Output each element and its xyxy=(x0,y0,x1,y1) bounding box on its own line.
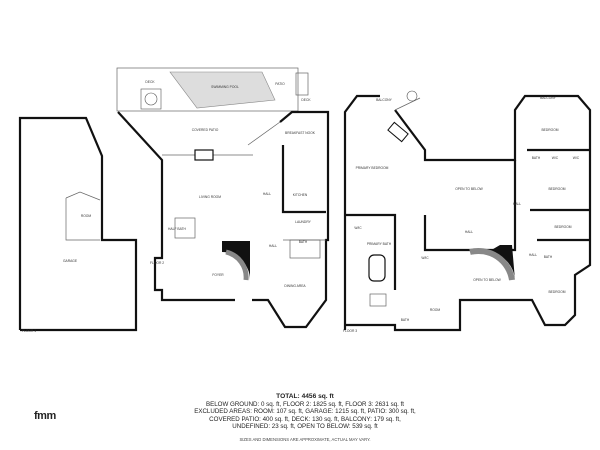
floor-label: FLOOR 3 xyxy=(343,329,357,333)
room-label: DINING AREA xyxy=(284,284,306,288)
summary-line: EXCLUDED AREAS: ROOM: 107 sq. ft, GARAGE… xyxy=(194,408,416,416)
area-summary: TOTAL: 4456 sq. ft BELOW GROUND: 0 sq. f… xyxy=(170,393,440,444)
room-label: BEDROOM xyxy=(548,290,565,294)
summary-line: BELOW GROUND: 0 sq. ft, FLOOR 2: 1825 sq… xyxy=(205,400,405,408)
room-label: ROOM xyxy=(81,214,92,218)
floor-1-plan: GARAGE ROOM FLOOR 1 xyxy=(18,116,138,333)
room-label: BALCONY xyxy=(376,98,393,102)
total-area: TOTAL: 4456 sq. ft xyxy=(276,393,334,400)
fmm-logo: fmm xyxy=(34,410,56,422)
room-label: FOYER xyxy=(212,273,224,277)
room-label: DECK xyxy=(145,80,155,84)
room-label: COVERED PATIO xyxy=(192,128,219,132)
floor-label: FLOOR 1 xyxy=(22,329,36,333)
room-label: HALL xyxy=(513,202,521,206)
fireplace xyxy=(194,149,214,161)
room-label: OPEN TO BELOW xyxy=(455,187,483,191)
room-label: HALL xyxy=(529,253,537,257)
room-label: BATH xyxy=(544,255,553,259)
room-label: DECK xyxy=(301,98,311,102)
floor-label: FLOOR 2 xyxy=(150,261,164,265)
room-label: HALL xyxy=(263,192,271,196)
floor-3-plan: BALCONY BALCONY PRIMARY BEDROOM BEDROOM … xyxy=(343,90,592,333)
room-label: W/C xyxy=(573,156,580,160)
room-label: HALL xyxy=(465,230,473,234)
floor-2-plan: DECK SWIMMING POOL PATIO DECK COVERED PA… xyxy=(116,67,330,329)
spiral-stair-icon xyxy=(406,90,418,102)
room-label: PRIMARY BATH xyxy=(367,242,392,246)
bathtub xyxy=(368,254,386,282)
room-label: W/C xyxy=(552,156,559,160)
room-label: KITCHEN xyxy=(293,193,308,197)
summary-line: COVERED PATIO: 400 sq. ft, DECK: 130 sq.… xyxy=(209,415,401,423)
room-label: BATH xyxy=(401,318,410,322)
room-label: BATH xyxy=(532,156,541,160)
room-label: BREAKFAST NOOK xyxy=(285,131,316,135)
room-label: LAUNDRY xyxy=(295,220,311,224)
room-label: HALF BATH xyxy=(168,227,187,231)
room-label: LIVING ROOM xyxy=(199,195,221,199)
room-label: PATIO xyxy=(275,82,285,86)
room-label: SWIMMING POOL xyxy=(211,85,239,89)
disclaimer: SIZES AND DIMENSIONS ARE APPROXIMATE, AC… xyxy=(239,436,371,442)
room-label: BEDROOM xyxy=(548,187,565,191)
room-label: BEDROOM xyxy=(541,128,558,132)
room-label: ROOM xyxy=(430,308,441,312)
room-label: BATH xyxy=(299,240,308,244)
room-label: BEDROOM xyxy=(554,225,571,229)
room-label: W/IC xyxy=(354,226,362,230)
room-label: BALCONY xyxy=(540,96,557,100)
room-label: HALL xyxy=(269,244,277,248)
swimming-pool xyxy=(169,71,276,109)
staircase xyxy=(488,245,515,280)
summary-line: UNDEFINED: 23 sq. ft, OPEN TO BELOW: 539… xyxy=(232,423,378,431)
room-label: PRIMARY BEDROOM xyxy=(356,166,389,170)
room-label: OPEN TO BELOW xyxy=(473,278,501,282)
room-label: W/IC xyxy=(421,256,429,260)
spiral-stair-icon xyxy=(144,92,158,106)
room-label: GARAGE xyxy=(63,259,78,263)
